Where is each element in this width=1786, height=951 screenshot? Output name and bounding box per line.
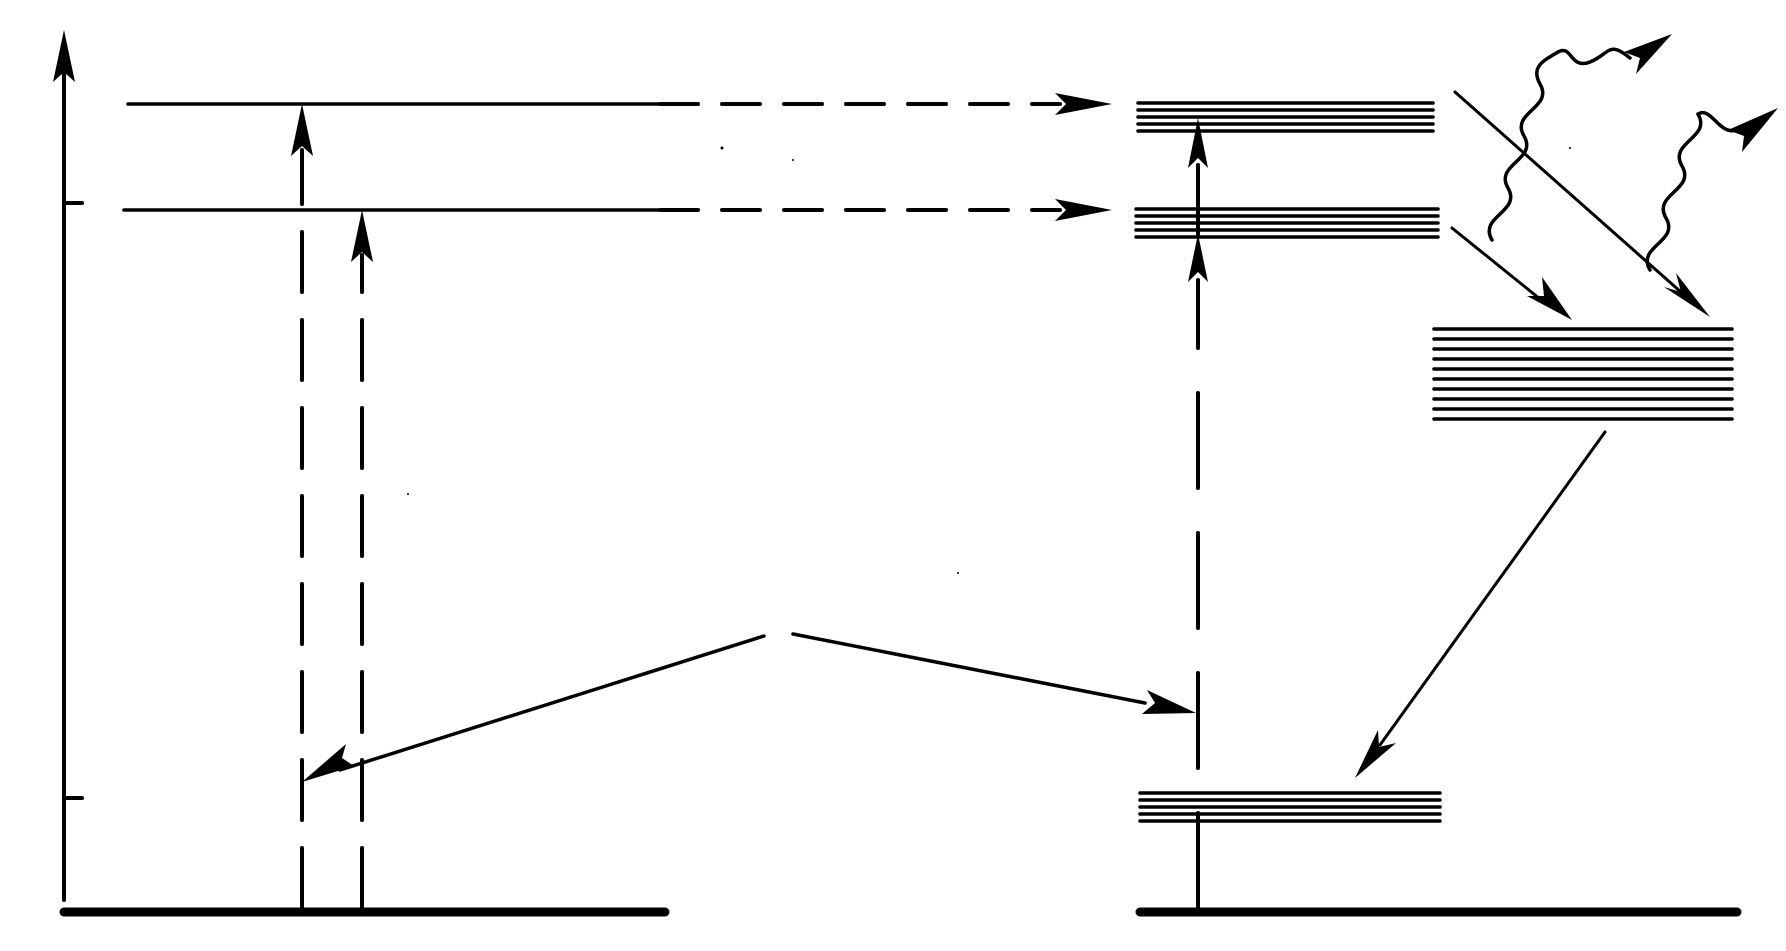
- right-middle-band: [1134, 207, 1440, 239]
- right-lower-band: [1138, 791, 1442, 823]
- left-excitation-arrow-upper: [291, 104, 313, 910]
- right-intermediate-band: [1432, 327, 1734, 421]
- transfer-arrow-middle: [658, 199, 1112, 221]
- speck-marks: [407, 146, 1571, 574]
- left-excitation-arrow-middle: [351, 210, 373, 910]
- right-upper-band: [1136, 101, 1435, 133]
- emission-arrow-left: [1487, 34, 1672, 242]
- transfer-arrow-upper: [658, 93, 1112, 115]
- callout-arrow-left: [302, 634, 766, 782]
- callout-arrow-right: [791, 632, 1196, 714]
- relaxation-arrow-upper-to-intermediate: [1453, 90, 1710, 317]
- relaxation-arrow-middle-to-intermediate: [1450, 226, 1572, 320]
- emission-arrow-right: [1645, 108, 1778, 272]
- relaxation-arrow-intermediate-to-lower: [1355, 430, 1607, 778]
- energy-axis: [53, 30, 84, 902]
